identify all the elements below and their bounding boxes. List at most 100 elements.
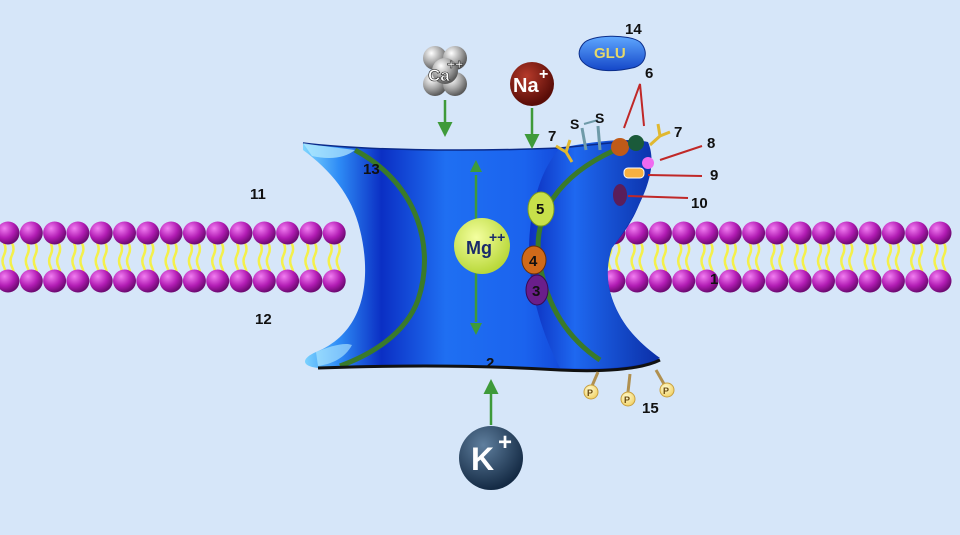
lipid-head: [206, 221, 230, 245]
lipid-head: [765, 221, 789, 245]
p-1: P: [587, 388, 593, 398]
k-charge: +: [498, 429, 512, 456]
label-14: 14: [625, 21, 642, 38]
site-10: [613, 184, 627, 206]
lipid-head: [276, 221, 300, 245]
lipid-head: [718, 221, 742, 245]
sodium-ion: Na +: [510, 62, 554, 106]
lipid-head: [206, 269, 230, 293]
site-5: [527, 191, 555, 227]
lipid-head: [89, 269, 113, 293]
lipid-head: [159, 269, 183, 293]
lipid-head: [905, 221, 929, 245]
site-9: [623, 167, 645, 179]
label-11: 11: [250, 186, 266, 203]
label-12: 12: [255, 311, 272, 328]
channel-highlight: [303, 143, 355, 158]
lipid-head: [648, 221, 672, 245]
lipid-head: [252, 269, 276, 293]
label-13: 13: [363, 161, 380, 178]
lipid-head: [322, 221, 346, 245]
lipid-head: [788, 221, 812, 245]
lipid-head: [0, 221, 20, 245]
channel-right-lobe: [529, 140, 660, 369]
lipid-head: [66, 221, 90, 245]
lipid-head: [43, 269, 67, 293]
site-3: [525, 274, 549, 306]
glycosylation-left: [555, 139, 574, 163]
lipid-head: [113, 221, 136, 245]
lipid-head: [928, 269, 952, 293]
lipid-head: [159, 221, 183, 245]
potassium-ion: K +: [459, 426, 523, 490]
mg-symbol: Mg: [466, 238, 492, 258]
pore-arrow: [470, 160, 482, 335]
s-left: S: [570, 116, 579, 132]
lipid-head: [299, 221, 323, 245]
lipid-head: [812, 269, 835, 293]
calcium-ion: Ca ++: [423, 46, 467, 96]
lipid-head: [299, 269, 323, 293]
lipid-head: [136, 221, 160, 245]
ca-symbol: Ca: [428, 66, 450, 85]
lipid-head: [812, 221, 835, 245]
site-8: [642, 157, 654, 169]
label-9: 9: [710, 167, 718, 184]
lipid-head: [858, 269, 882, 293]
channel-left-rim: [339, 147, 427, 369]
lipid-head: [835, 269, 859, 293]
site-4: [521, 245, 547, 275]
lipid-head: [322, 269, 346, 293]
leader-lines: [623, 83, 703, 199]
lipid-head: [229, 269, 253, 293]
lipid-head: [672, 221, 696, 245]
label-7-right: 7: [674, 124, 682, 141]
lipid-head: [695, 221, 719, 245]
glutamate: GLU: [578, 35, 646, 72]
mg-charge: ++: [489, 229, 505, 245]
lipid-head: [19, 269, 43, 293]
label-10: 10: [691, 195, 708, 212]
lipid-head: [648, 269, 672, 293]
lipid-head: [0, 269, 20, 293]
lipid-head: [881, 269, 905, 293]
lipid-head: [252, 221, 276, 245]
lipid-head: [718, 269, 742, 293]
lipid-head: [136, 269, 160, 293]
ca-charge: ++: [447, 56, 463, 72]
label-7-left: 7: [548, 128, 556, 145]
lipid-head: [672, 269, 696, 293]
lipid-head: [928, 221, 952, 245]
lipid-head: [881, 221, 905, 245]
site-6-green: [628, 135, 644, 151]
lipid-head: [742, 221, 766, 245]
p-2: P: [624, 395, 630, 405]
lipid-head: [229, 221, 253, 245]
label-15: 15: [642, 400, 659, 417]
na-symbol: Na: [513, 75, 539, 97]
s-right: S: [595, 110, 604, 126]
lipid-head: [113, 269, 136, 293]
lipid-head: [835, 221, 859, 245]
number-labels: 1 2 3 4 5 6 7 7 8 9 10 11 12 13 14 15: [250, 21, 718, 417]
lipid-head: [19, 221, 43, 245]
lipid-head: [905, 269, 929, 293]
label-3: 3: [532, 283, 540, 300]
lipid-head: [43, 221, 67, 245]
lipid-heads: [0, 221, 952, 293]
label-4: 4: [529, 253, 538, 270]
site-6-orange: [611, 138, 629, 156]
lipid-head: [182, 221, 206, 245]
label-6: 6: [645, 65, 653, 82]
label-8: 8: [707, 135, 715, 152]
disulfide-bond: S S: [570, 110, 604, 151]
glu-text: GLU: [594, 45, 626, 62]
lipid-head: [625, 221, 649, 245]
magnesium-ion: Mg ++: [454, 218, 510, 274]
channel-bottom-edge: [317, 358, 661, 373]
lipid-head: [695, 269, 719, 293]
lipid-head: [765, 269, 789, 293]
lipid-head: [625, 269, 649, 293]
